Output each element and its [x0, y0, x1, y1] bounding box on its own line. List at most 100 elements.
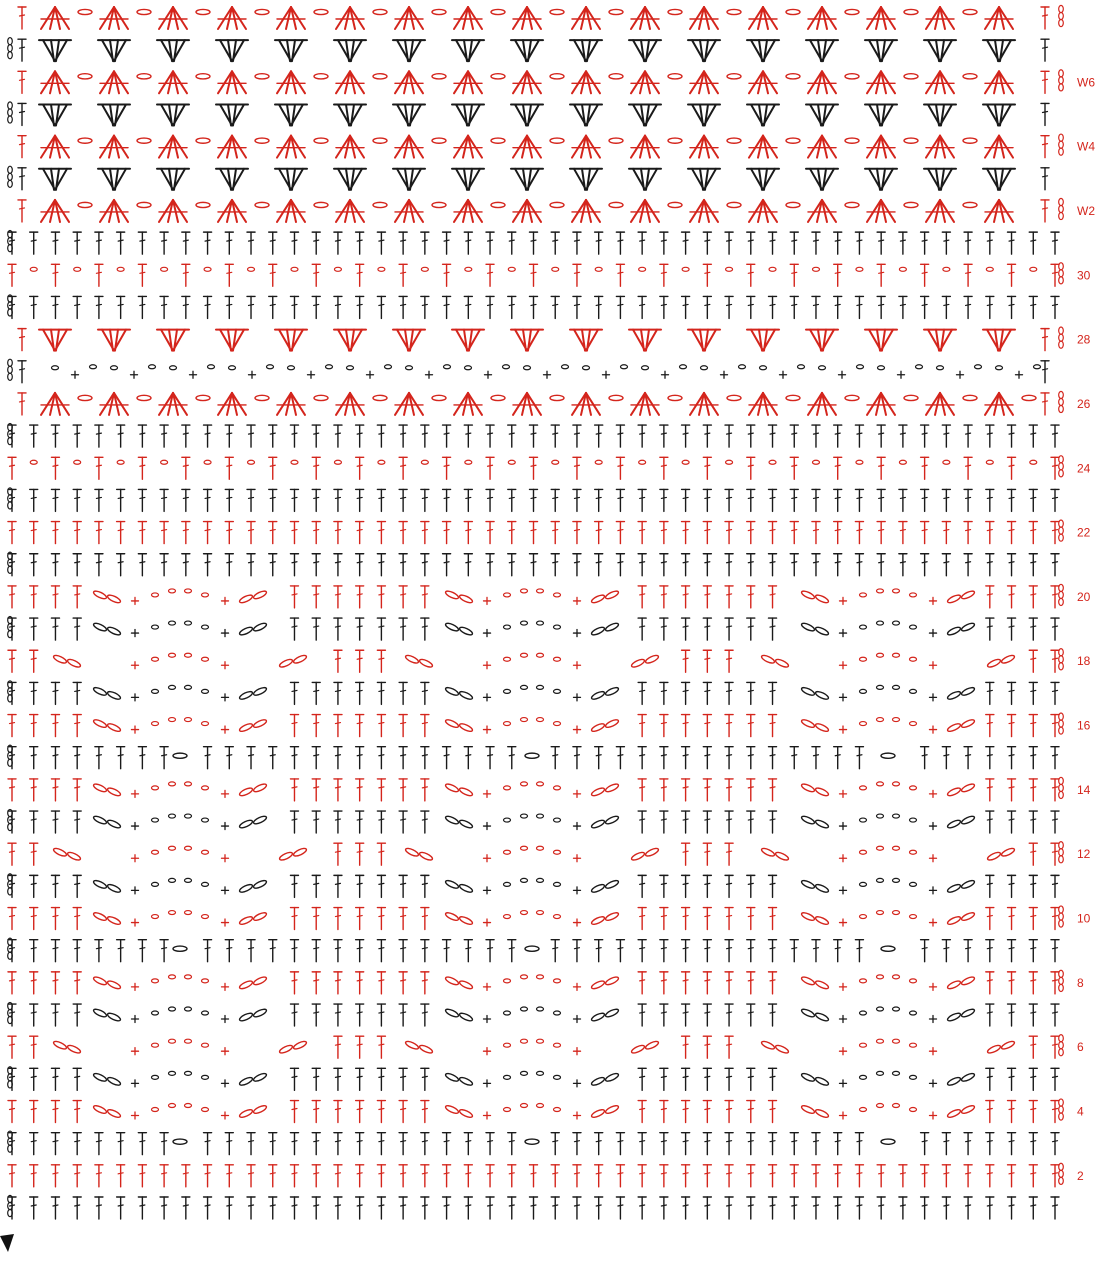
- chain-icon: [508, 460, 515, 464]
- stitch-icon: [356, 650, 364, 672]
- chain-icon: [279, 658, 294, 669]
- stitch-icon: [182, 522, 190, 544]
- stitch-icon: [334, 586, 342, 608]
- stitch-icon: [269, 747, 277, 769]
- turning-chain-icon: [1059, 584, 1064, 605]
- stitch-icon: [377, 1165, 385, 1187]
- stitch-icon: [834, 489, 842, 511]
- chain-icon: [152, 593, 159, 597]
- stitch-icon: [899, 425, 907, 447]
- shell-icon: [631, 71, 659, 93]
- chain-icon: [93, 1104, 108, 1115]
- stitch-icon: [464, 1133, 472, 1155]
- chain-icon: [169, 846, 176, 850]
- stitch-icon: [812, 425, 820, 447]
- stitch-icon: [8, 489, 16, 511]
- chain-icon: [609, 138, 623, 143]
- single-crochet-icon: [222, 855, 229, 862]
- single-crochet-icon: [484, 1080, 491, 1087]
- cluster-icon: [216, 104, 248, 125]
- stitch-icon: [399, 586, 407, 608]
- stitch-icon: [769, 1133, 777, 1155]
- single-crochet-icon: [544, 371, 551, 378]
- single-crochet-icon: [574, 823, 581, 830]
- chain-icon: [432, 138, 446, 143]
- stitch-icon: [1051, 843, 1059, 865]
- row-label: 22: [1077, 526, 1091, 540]
- stitch-icon: [899, 522, 907, 544]
- stitch-icon: [443, 264, 451, 286]
- stitch-icon: [51, 489, 59, 511]
- chain-icon: [904, 395, 918, 400]
- stitch-icon: [1041, 361, 1049, 383]
- chart-row: [8, 520, 1063, 544]
- chain-icon: [521, 1039, 528, 1043]
- stitch-icon: [421, 811, 429, 833]
- single-crochet-icon: [132, 726, 139, 733]
- single-crochet-icon: [426, 371, 433, 378]
- stitch-icon: [1008, 908, 1016, 930]
- chain-icon: [152, 915, 159, 919]
- stitch-icon: [877, 296, 885, 318]
- chain-icon: [739, 365, 746, 369]
- stitch-icon: [1051, 264, 1059, 286]
- stitch-icon: [18, 7, 26, 29]
- chart-row: [8, 1163, 1063, 1187]
- row-label: 24: [1077, 461, 1091, 475]
- cluster-icon: [629, 40, 661, 61]
- stitch-icon: [51, 940, 59, 962]
- stitch-icon: [356, 908, 364, 930]
- stitch-icon: [269, 1197, 277, 1219]
- stitch-icon: [616, 1165, 624, 1187]
- chain-icon: [239, 1108, 254, 1119]
- stitch-icon: [1051, 1068, 1059, 1090]
- stitch-icon: [8, 650, 16, 672]
- stitch-icon: [290, 586, 298, 608]
- stitch-icon: [51, 1068, 59, 1090]
- chain-icon: [239, 690, 254, 701]
- chain-icon: [726, 460, 733, 464]
- stitch-icon: [117, 232, 125, 254]
- stitch-icon: [660, 522, 668, 544]
- stitch-icon: [725, 1068, 733, 1090]
- stitch-icon: [51, 554, 59, 576]
- chain-icon: [137, 202, 151, 207]
- shell-icon: [159, 393, 187, 415]
- stitch-icon: [30, 489, 38, 511]
- stitch-icon: [30, 650, 38, 672]
- stitch-icon: [1051, 779, 1059, 801]
- stitch-icon: [377, 618, 385, 640]
- stitch-icon: [1041, 200, 1049, 222]
- stitch-icon: [834, 1197, 842, 1219]
- chain-icon: [910, 915, 917, 919]
- chain-icon: [727, 202, 741, 207]
- shell-icon: [808, 136, 836, 158]
- chain-icon: [67, 851, 82, 862]
- row-label: W4: [1077, 140, 1095, 154]
- single-crochet-icon: [930, 1016, 937, 1023]
- stitch-icon: [312, 1068, 320, 1090]
- stitch-icon: [769, 489, 777, 511]
- single-crochet-icon: [898, 371, 905, 378]
- stitch-icon: [138, 425, 146, 447]
- stitch-icon: [638, 618, 646, 640]
- stitch-icon: [95, 1165, 103, 1187]
- stitch-icon: [769, 1068, 777, 1090]
- chart-row: [8, 456, 1063, 480]
- chain-icon: [525, 1139, 539, 1144]
- stitch-icon: [117, 940, 125, 962]
- stitch-icon: [834, 425, 842, 447]
- chain-icon: [801, 815, 816, 826]
- chain-icon: [987, 658, 1002, 669]
- chain-icon: [169, 975, 176, 979]
- stitch-icon: [942, 1133, 950, 1155]
- shell-icon: [218, 393, 246, 415]
- stitch-icon: [812, 1165, 820, 1187]
- chain-icon: [74, 460, 81, 464]
- stitch-icon: [225, 747, 233, 769]
- stitch-icon: [616, 264, 624, 286]
- stitch-icon: [942, 1165, 950, 1187]
- cluster-icon: [924, 330, 956, 351]
- cluster-icon: [806, 330, 838, 351]
